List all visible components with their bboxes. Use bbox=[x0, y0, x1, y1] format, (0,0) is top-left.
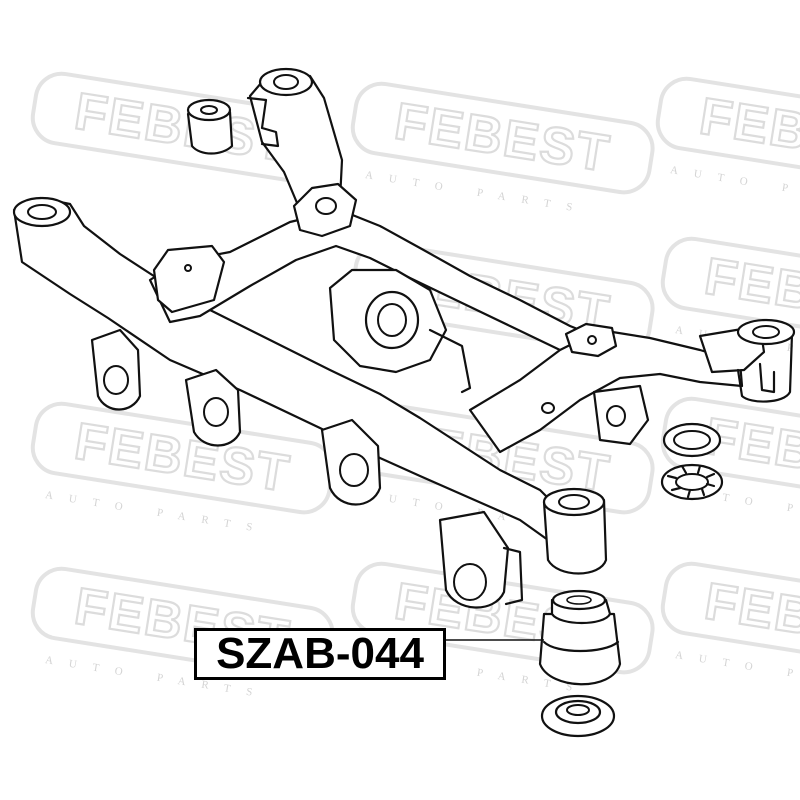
watermark-brand: FEBEST bbox=[71, 412, 295, 503]
part-number-label: SZAB-044 bbox=[194, 628, 446, 680]
watermark-subtitle: AUTO PARTS bbox=[669, 164, 800, 211]
watermark-frame bbox=[350, 81, 655, 195]
watermark-subtitle: AUTO PARTS bbox=[44, 489, 269, 536]
bracket-bolt bbox=[184, 264, 192, 272]
right-lower-lug-hole bbox=[606, 405, 626, 427]
subframe-main-rail bbox=[12, 196, 558, 542]
rear-subframe-drawing bbox=[12, 67, 796, 609]
watermark-layer: FEBEST FEBEST AUTO PARTS FEBEST AUTO PAR… bbox=[30, 71, 800, 701]
rail-lug-4-hole bbox=[453, 563, 487, 601]
part-number-text: SZAB-044 bbox=[216, 629, 424, 678]
toothed-ring-teeth bbox=[666, 464, 716, 499]
right-mount-bolt bbox=[587, 335, 597, 345]
upper-mount-hole bbox=[315, 197, 337, 215]
featured-bushing-ridge bbox=[542, 640, 620, 653]
featured-bushing bbox=[538, 589, 622, 686]
loose-bushing-hole bbox=[200, 105, 218, 115]
rear-rail-bushing-body bbox=[542, 498, 608, 575]
exploded-parts-group bbox=[446, 422, 724, 738]
left-front-bushing-hole bbox=[27, 204, 57, 220]
rail-lug-1-hole bbox=[103, 365, 129, 395]
watermark-brand: FEBEST bbox=[391, 92, 615, 183]
watermark-badge: FEBEST AUTO PARTS bbox=[350, 81, 655, 216]
watermark-frame bbox=[660, 236, 800, 350]
watermark-frame bbox=[660, 396, 800, 510]
center-bolt-hole bbox=[541, 402, 555, 414]
upper-washer-hole bbox=[673, 430, 711, 450]
upper-bushing-hole bbox=[273, 74, 299, 90]
lower-washer-hole bbox=[566, 704, 590, 716]
watermark-subtitle: AUTO PARTS bbox=[674, 649, 800, 696]
watermark-frame bbox=[655, 76, 800, 190]
rear-rail-bushing-hole bbox=[558, 494, 590, 510]
watermark-frame bbox=[660, 561, 800, 675]
right-front-bushing-body bbox=[736, 332, 794, 403]
toothed-ring-hole bbox=[675, 473, 709, 491]
diff-mount-bore bbox=[377, 303, 407, 337]
rail-lug-4-flange bbox=[502, 546, 524, 606]
diff-mount-strut bbox=[428, 328, 472, 394]
right-front-bushing-hole bbox=[752, 325, 780, 339]
watermark-badge: FEBEST AUTO PARTS bbox=[30, 401, 335, 536]
featured-bushing-hole bbox=[566, 595, 592, 605]
watermark-subtitle: AUTO PARTS bbox=[364, 169, 589, 216]
upright-bracket-detail bbox=[246, 96, 280, 148]
watermark-badge: FEBEST AUTO PARTS bbox=[655, 76, 800, 211]
featured-bushing-body bbox=[538, 612, 622, 686]
watermark-frame bbox=[350, 561, 655, 675]
watermark-badge: FEBEST AUTO PARTS bbox=[660, 561, 800, 696]
right-bushing-slot bbox=[758, 362, 776, 394]
rail-lug-2-hole bbox=[203, 397, 229, 427]
rail-lug-3-hole bbox=[339, 453, 369, 487]
left-box-bracket bbox=[152, 244, 226, 314]
